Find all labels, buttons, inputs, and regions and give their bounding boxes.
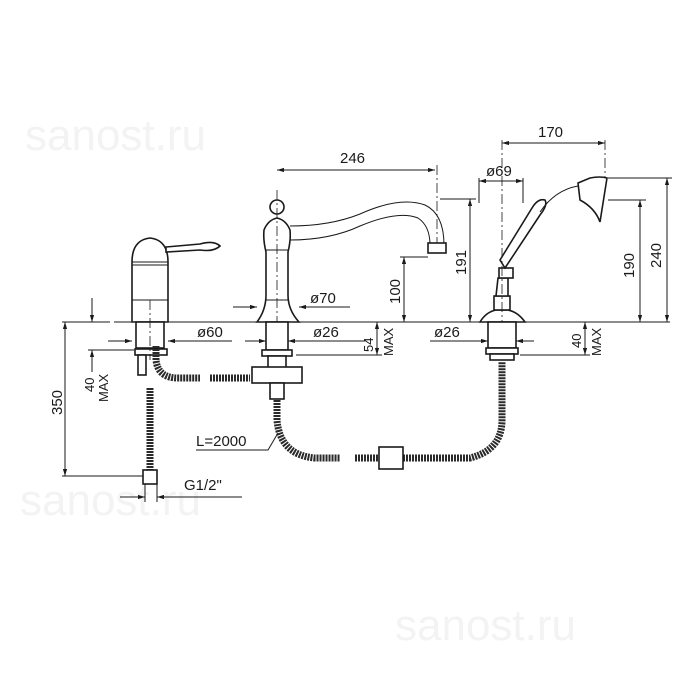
dim-shower-base-diameter: ø69: [478, 163, 524, 203]
svg-text:ø26: ø26: [434, 324, 460, 341]
dim-shower-reach: 170: [502, 124, 605, 146]
shower-hose: [355, 362, 506, 462]
dim-spout-clearance: 100: [387, 256, 428, 322]
dim-spout-reach: 246: [277, 150, 435, 173]
dim-shower-holder-height: 190: [608, 199, 646, 322]
dim-shower-deck-thickness: 40 MAX: [520, 322, 604, 356]
watermark: sanost.ru: [20, 476, 201, 525]
svg-text:MAX: MAX: [96, 374, 111, 403]
svg-text:ø60: ø60: [197, 324, 223, 341]
dim-connection-thread: G1/2": [120, 477, 242, 502]
single-lever-mixer: [131, 237, 222, 376]
svg-text:MAX: MAX: [381, 328, 396, 357]
diverter-tee: [251, 366, 303, 384]
svg-text:350: 350: [49, 390, 66, 415]
shower-hose: [273, 400, 340, 462]
dim-spout-deck-thickness: 54 MAX: [296, 322, 396, 356]
svg-text:240: 240: [648, 243, 665, 268]
svg-text:100: 100: [387, 279, 404, 304]
svg-text:40: 40: [569, 334, 584, 348]
svg-text:170: 170: [538, 124, 563, 141]
mixer-outlet-hose: [152, 346, 200, 382]
watermark: sanost.ru: [25, 111, 206, 160]
svg-text:ø26: ø26: [313, 324, 339, 341]
svg-text:246: 246: [340, 150, 365, 167]
dim-shower-total-height: 240: [608, 177, 672, 322]
svg-text:191: 191: [453, 250, 470, 275]
dim-spout-base-diameter: ø70: [233, 290, 350, 310]
supply-connector: [142, 469, 158, 485]
dim-mixer-base-diameter: ø60: [108, 324, 232, 344]
dim-supply-hose-length: 350: [49, 322, 143, 477]
dim-shower-hose-length: L=2000: [196, 432, 279, 451]
spout: [251, 165, 447, 400]
dim-mixer-deck-thickness: 40 MAX: [82, 298, 134, 402]
dim-spout-height: 191: [440, 198, 476, 322]
svg-text:54: 54: [361, 338, 376, 352]
svg-text:L=2000: L=2000: [196, 433, 246, 450]
svg-text:ø69: ø69: [486, 163, 512, 180]
watermark: sanost.ru: [395, 601, 576, 650]
hose-clip: [378, 446, 404, 470]
hand-shower: [478, 140, 608, 361]
svg-text:40: 40: [82, 378, 97, 392]
mixer-lever: [165, 241, 222, 253]
svg-text:ø70: ø70: [310, 290, 336, 307]
svg-text:190: 190: [621, 253, 638, 278]
svg-text:MAX: MAX: [589, 328, 604, 357]
dim-shower-shank-diameter: ø26: [430, 324, 534, 344]
dim-spout-shank-diameter: ø26: [245, 324, 365, 344]
svg-text:G1/2": G1/2": [184, 477, 222, 494]
